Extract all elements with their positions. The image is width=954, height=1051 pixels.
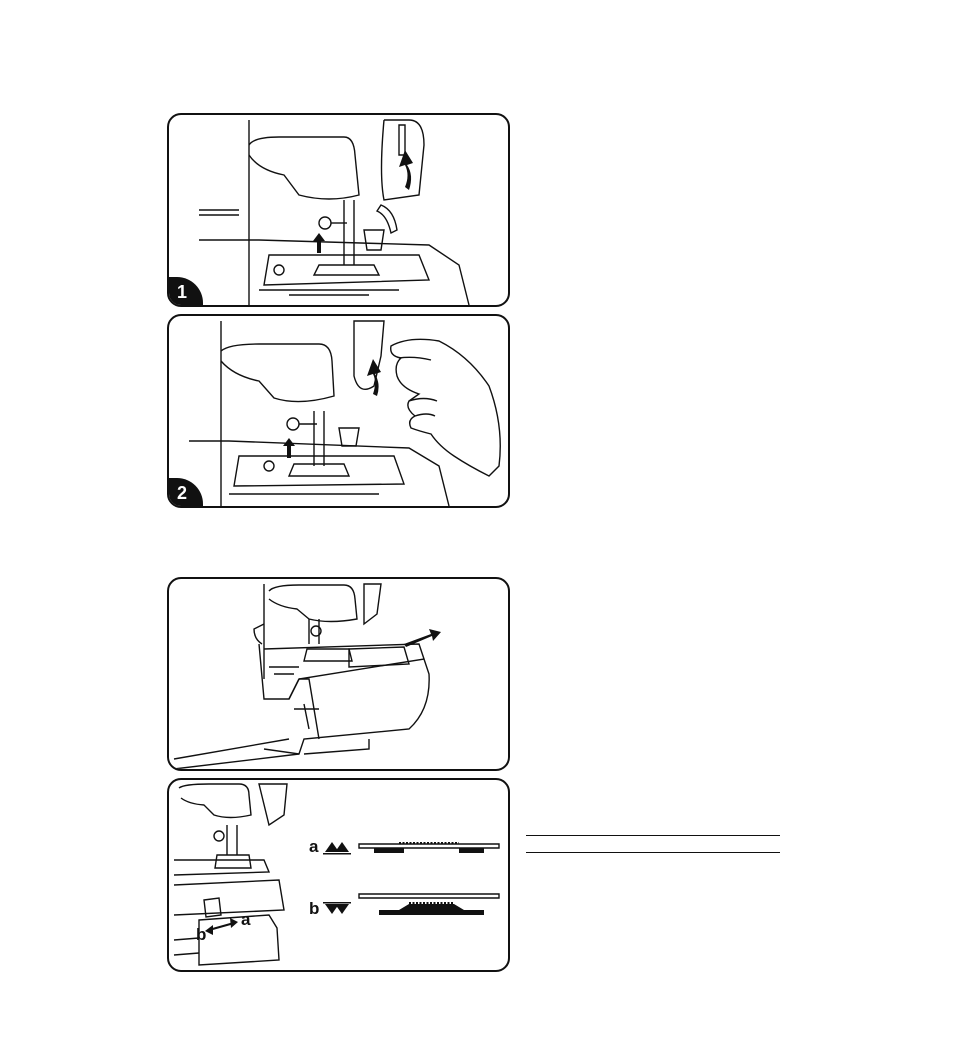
table-rule-top [526, 835, 780, 836]
lever-label-b: b [196, 925, 206, 944]
feed-dog-lever-illustration: b a a b [169, 780, 510, 972]
illustration-panel-2: 2 [167, 314, 510, 508]
feed-dog-up-symbol [323, 842, 351, 855]
illustration-panel-4: b a a b [167, 778, 510, 972]
feed-dog-down-symbol [323, 902, 351, 914]
feed-dog-up-diagram [359, 843, 499, 853]
table-rule-bottom [526, 852, 780, 853]
illustration-panel-1: 1 [167, 113, 510, 307]
extension-table-removal-illustration [169, 579, 510, 771]
position-label-b: b [309, 899, 319, 918]
lever-direction-arrow [205, 918, 238, 935]
lever-label-a: a [241, 910, 251, 929]
illustration-panel-3 [167, 577, 510, 771]
position-label-a: a [309, 837, 319, 856]
presser-foot-lever-illustration [169, 115, 510, 307]
feed-dog-down-diagram [359, 894, 499, 915]
presser-foot-raise-hand-illustration [169, 316, 510, 508]
